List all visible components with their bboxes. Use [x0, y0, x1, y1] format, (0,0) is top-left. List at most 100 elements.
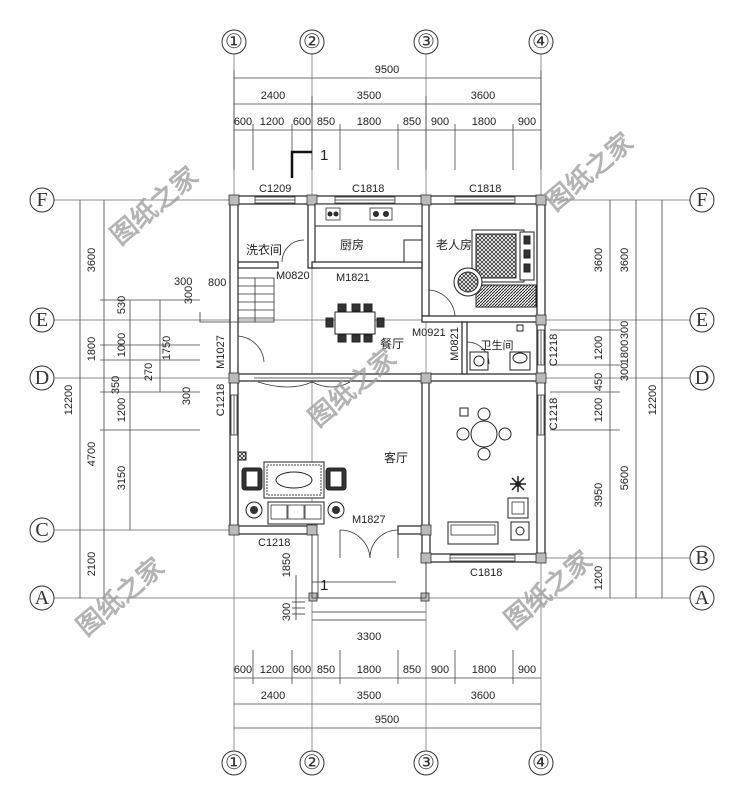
label-m0820: M0820 [276, 270, 310, 282]
room-dining: 餐厅 [380, 336, 404, 351]
axis-left-D: D [29, 365, 55, 391]
axis-bottom-2: ② [299, 750, 325, 776]
dim-left-col3-1: 1000 [116, 333, 128, 357]
elder-bed [453, 229, 537, 308]
watermark-3: 图纸之家 [303, 343, 403, 434]
axis-right-A: A [689, 585, 715, 611]
dim-bottom-row2-0: 2400 [261, 690, 285, 702]
dim-bottom-row1-4: 1800 [357, 664, 381, 676]
dim-left-col2-0: 3600 [86, 248, 98, 272]
axis-bottom-1-label: ① [225, 752, 243, 774]
dim-top-total: 9500 [375, 64, 399, 76]
dim-right-col2-1: 5600 [619, 466, 631, 490]
dim-right-col3-3: 3950 [593, 483, 605, 507]
porch [292, 534, 427, 621]
section-mark-bottom: 1 [320, 577, 328, 594]
section-mark-top: 1 [290, 147, 328, 178]
dim-top-row3-3: 850 [317, 116, 335, 128]
axis-right-F: F [689, 187, 715, 213]
right-living-furniture [447, 407, 530, 545]
room-bath: 卫生间 [481, 338, 514, 352]
dim-left-total: 12200 [63, 385, 75, 416]
axis-right-E: E [689, 307, 715, 333]
dim-right-col2-2: 1200 [593, 566, 605, 590]
room-kitchen: 厨房 [340, 237, 364, 252]
axis-left-E-label: E [36, 309, 48, 331]
dim-bottom-row2-2: 3600 [471, 690, 495, 702]
label-c1218-b: C1218 [215, 384, 227, 416]
dim-left-col2-3: 2100 [86, 552, 98, 576]
dims-top: 9500 2400 3500 3600 600 1200 600 850 180… [233, 64, 542, 170]
dim-bottom-row1-1: 1200 [260, 664, 284, 676]
porch-width: 3300 [357, 631, 381, 643]
dim-left-col3-2: 350 [110, 376, 122, 394]
stair [199, 277, 275, 323]
axis-top-1-label: ① [225, 31, 243, 53]
dims-bottom: 600 1200 600 850 1800 850 900 1800 900 2… [234, 650, 541, 729]
axis-top-3-label: ③ [417, 31, 435, 53]
dim-top-row3-5: 850 [403, 116, 421, 128]
dims-right: 3600 1200 450 1200 3950 1200 3600 300 18… [550, 200, 663, 598]
dim-top-row3-8: 900 [518, 116, 536, 128]
entry-door [339, 529, 399, 559]
dim-left-col2-1: 1800 [86, 337, 98, 361]
dim-left-col4-0: 270 [143, 363, 155, 381]
dim-bottom-row1-5: 850 [403, 664, 421, 676]
label-c1218-a: C1218 [258, 537, 290, 549]
label-c1818-a: C1818 [352, 183, 384, 195]
dim-bottom-row1-0: 600 [234, 664, 252, 676]
dim-left-col4-3: 300 [181, 387, 193, 405]
columns [228, 194, 547, 602]
axis-left-D-label: D [35, 367, 49, 389]
axis-top-1: ① [221, 29, 247, 55]
dim-left-col3-0: 530 [116, 296, 128, 314]
label-m1027: M1027 [215, 335, 227, 369]
room-elder: 老人房 [436, 237, 472, 252]
dim-left-col4-1: 300 [183, 286, 195, 304]
dim-stair-800: 800 [208, 277, 226, 289]
dim-top-row2-1: 3500 [357, 90, 381, 102]
axis-right-B: B [689, 545, 715, 571]
dim-bottom-row1-8: 900 [518, 664, 536, 676]
dim-bottom-row1-7: 1800 [472, 664, 496, 676]
room-living: 客厅 [384, 450, 408, 465]
axis-left-C-label: C [35, 519, 48, 541]
section-mark-top-label: 1 [320, 147, 328, 164]
dim-right-col2-0: 3600 [619, 248, 631, 272]
watermark-1: 图纸之家 [105, 161, 205, 252]
doors-interior [237, 239, 490, 365]
axis-right-B-label: B [695, 547, 708, 569]
dims-left: 3600 1800 4700 2100 12200 530 1000 350 1… [63, 200, 226, 598]
dim-right-total: 12200 [647, 385, 659, 416]
axis-bottom-2-label: ② [303, 752, 321, 774]
label-c1209: C1209 [259, 183, 291, 195]
dim-bottom-row1-2: 600 [293, 664, 311, 676]
dim-left-col4-2: 1750 [161, 336, 173, 360]
label-c1818-b: C1818 [469, 183, 501, 195]
dim-bottom-row2-1: 3500 [357, 690, 381, 702]
living-partition [254, 377, 352, 388]
dim-top-row3-4: 1800 [357, 116, 381, 128]
axis-top-2-label: ② [303, 31, 321, 53]
axis-bottom-4: ④ [528, 750, 554, 776]
dim-top-row3-7: 1800 [472, 116, 496, 128]
dim-bottom-total: 9500 [375, 714, 399, 726]
axis-left-C: C [29, 517, 55, 543]
room-laundry: 洗衣间 [246, 242, 282, 257]
dim-bottom-row1-3: 850 [317, 664, 335, 676]
axis-top-4-label: ④ [532, 31, 550, 53]
porch-step: 300 [281, 603, 293, 621]
dim-left-col3-4: 3150 [116, 466, 128, 490]
dim-right-col4-2: 450 [593, 373, 605, 391]
dim-top-row2-2: 3600 [471, 90, 495, 102]
bathroom-fixtures [469, 324, 531, 371]
dim-right-col4-1: 1200 [593, 336, 605, 360]
axis-right-A-label: A [695, 587, 710, 609]
watermark-2: 图纸之家 [540, 127, 640, 218]
label-c1218-c: C1218 [548, 334, 560, 366]
axis-bottom-4-label: ④ [532, 752, 550, 774]
dim-right-col4-3: 1200 [593, 398, 605, 422]
kitchen-counter [314, 203, 423, 263]
room-labels: 洗衣间 厨房 老人房 餐厅 卫生间 客厅 [246, 237, 514, 465]
dim-top-row3-6: 900 [431, 116, 449, 128]
